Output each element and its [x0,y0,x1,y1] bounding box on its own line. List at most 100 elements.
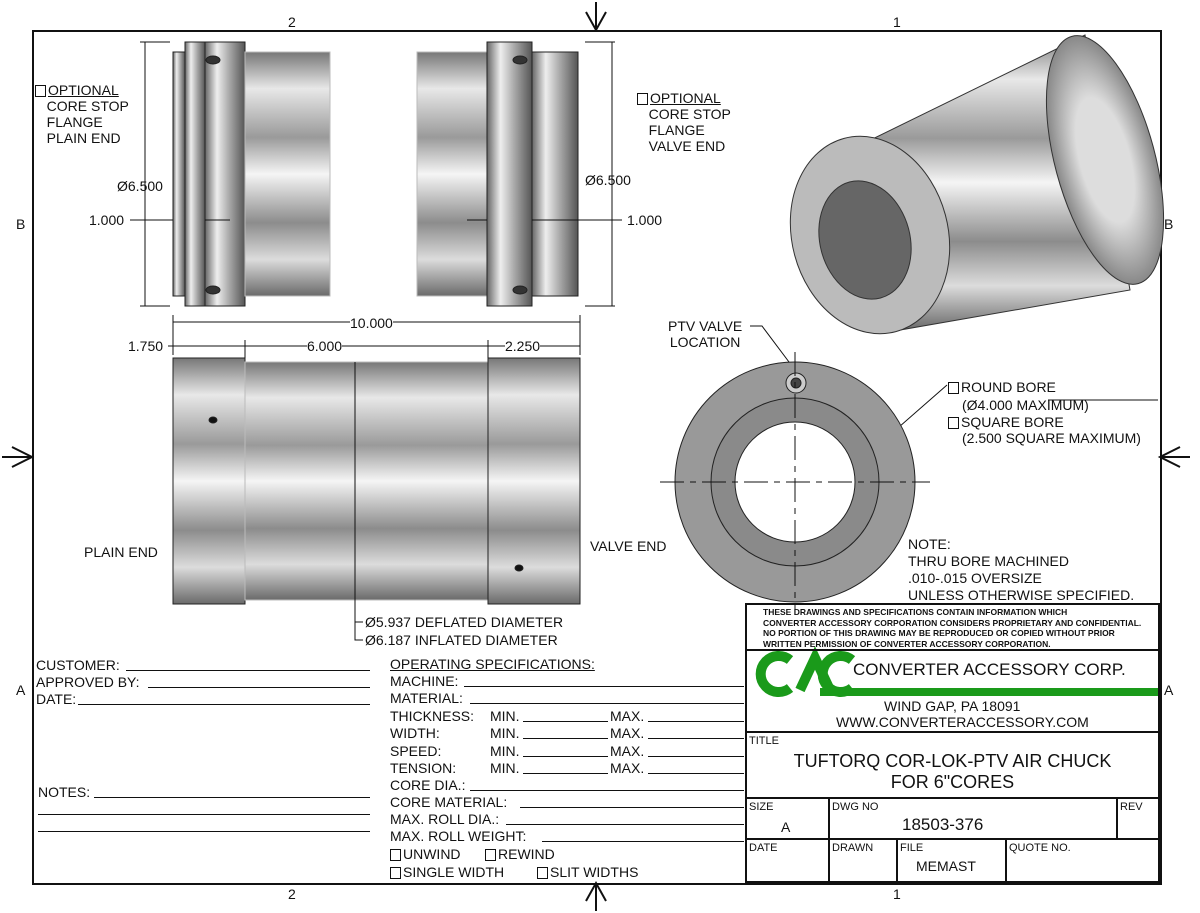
zone-a-right: A [1164,682,1174,698]
dim-flange-right: 1.000 [627,212,663,228]
range-label: TENSION: [390,759,457,776]
rev-box: REV [1116,797,1160,840]
min-label: MIN. [490,759,520,776]
approved-field[interactable] [148,687,370,688]
checkbox[interactable] [390,849,401,861]
label-valve-end: VALVE END [590,538,667,554]
customer-field[interactable] [126,670,370,671]
drawing-subtitle: FOR 6"CORES [890,772,1015,792]
range-label: SPEED: [390,742,442,759]
size-value: A [781,819,791,835]
zone-2-top: 2 [288,14,296,30]
customer-label: CUSTOMER: [36,657,120,673]
min-label: MIN. [490,742,520,759]
slit-widths-option[interactable]: SLIT WIDTHS [537,864,638,880]
round-bore-option: ROUND BORE [948,379,1056,395]
max-field[interactable] [648,772,744,774]
machine-field[interactable] [464,686,744,687]
max-field[interactable] [648,738,744,740]
date-field[interactable] [78,704,370,705]
checkbox[interactable] [948,382,959,394]
range-label: WIDTH: [390,725,440,742]
max-label: MAX. [610,759,645,776]
min-label: MIN. [490,708,520,724]
range-label: THICKNESS: [390,708,475,724]
square-bore-max: (2.500 SQUARE MAXIMUM) [962,430,1141,446]
dim-overall: 10.000 [350,315,393,331]
dim-flange-left: 1.000 [89,212,125,228]
dim-dia-right: Ø6.500 [585,172,631,188]
rewind-option[interactable]: REWIND [485,846,555,862]
zone-b-right: B [1164,216,1174,232]
material-label: MATERIAL: [390,690,463,706]
unwind-option[interactable]: UNWIND [390,846,461,862]
checkbox[interactable] [637,93,648,105]
max-roll-dia-field[interactable] [506,824,744,825]
label-plain-end: PLAIN END [84,544,158,560]
max-field[interactable] [648,755,744,757]
notes-label: NOTES: [38,784,91,800]
max-roll-weight-label: MAX. ROLL WEIGHT: [390,828,527,844]
inflated-diameter: Ø6.187 INFLATED DIAMETER [365,632,558,648]
right-optional-note: OPTIONAL CORE STOP FLANGE VALVE END [637,90,731,154]
front-view [172,357,581,605]
date-label: DATE: [36,691,77,707]
approved-label: APPROVED BY: [36,674,140,690]
square-bore-option: SQUARE BORE [948,414,1064,430]
core-dia-field[interactable] [470,790,744,791]
checkbox[interactable] [485,849,496,861]
zone-1-bottom: 1 [893,886,901,902]
quote-box: QUOTE NO. [1005,838,1160,883]
deflated-diameter: Ø5.937 DEFLATED DIAMETER [365,614,564,630]
company-website[interactable]: WWW.CONVERTERACCESSORY.COM [836,714,1089,730]
checkbox[interactable] [35,85,46,97]
checkbox[interactable] [948,417,959,429]
max-field[interactable] [648,721,744,722]
dim-plain-end: 1.750 [128,338,164,354]
cac-logo [755,646,1158,697]
min-field[interactable] [523,772,608,774]
end-view [660,352,930,612]
company-address: WIND GAP, PA 18091 [884,698,1021,714]
material-field[interactable] [470,703,744,704]
max-label: MAX. [610,742,645,759]
drawn-box: DRAWN [828,838,898,883]
round-bore-max: (Ø4.000 MAXIMUM) [962,397,1089,413]
notes-field[interactable] [94,797,370,798]
min-field[interactable] [523,738,608,740]
zone-b-left: B [16,216,26,232]
top-left-view [172,41,331,307]
max-label: MAX. [610,725,645,742]
min-field[interactable] [523,755,608,757]
dim-valve-end: 2.250 [505,338,541,354]
bore-note: NOTE:THRU BORE MACHINED.010-.015 OVERSIZ… [908,536,1135,603]
core-dia-label: CORE DIA.: [390,777,466,793]
zone-1-top: 1 [893,14,901,30]
isometric-view [789,34,1165,335]
single-width-option[interactable]: SINGLE WIDTH [390,864,504,880]
confidentiality-notice: THESE DRAWINGS AND SPECIFICATIONS CONTAI… [745,603,1160,651]
min-label: MIN. [490,725,520,742]
max-roll-weight-field[interactable] [542,841,744,842]
zone-2-bottom: 2 [288,886,296,902]
checkbox[interactable] [390,867,401,879]
notes-line[interactable] [38,831,370,832]
min-field[interactable] [523,721,608,722]
core-material-field[interactable] [520,807,744,808]
notes-line[interactable] [38,814,370,815]
left-optional-note: OPTIONAL CORE STOP FLANGE PLAIN END [35,82,129,146]
dimension-lines [130,41,1158,641]
max-roll-dia-label: MAX. ROLL DIA.: [390,811,500,827]
machine-label: MACHINE: [390,673,459,689]
dim-body: 6.000 [307,338,343,354]
dwg-number: 18503-376 [902,815,984,834]
checkbox[interactable] [537,867,548,879]
title-label: TITLE [749,735,779,747]
